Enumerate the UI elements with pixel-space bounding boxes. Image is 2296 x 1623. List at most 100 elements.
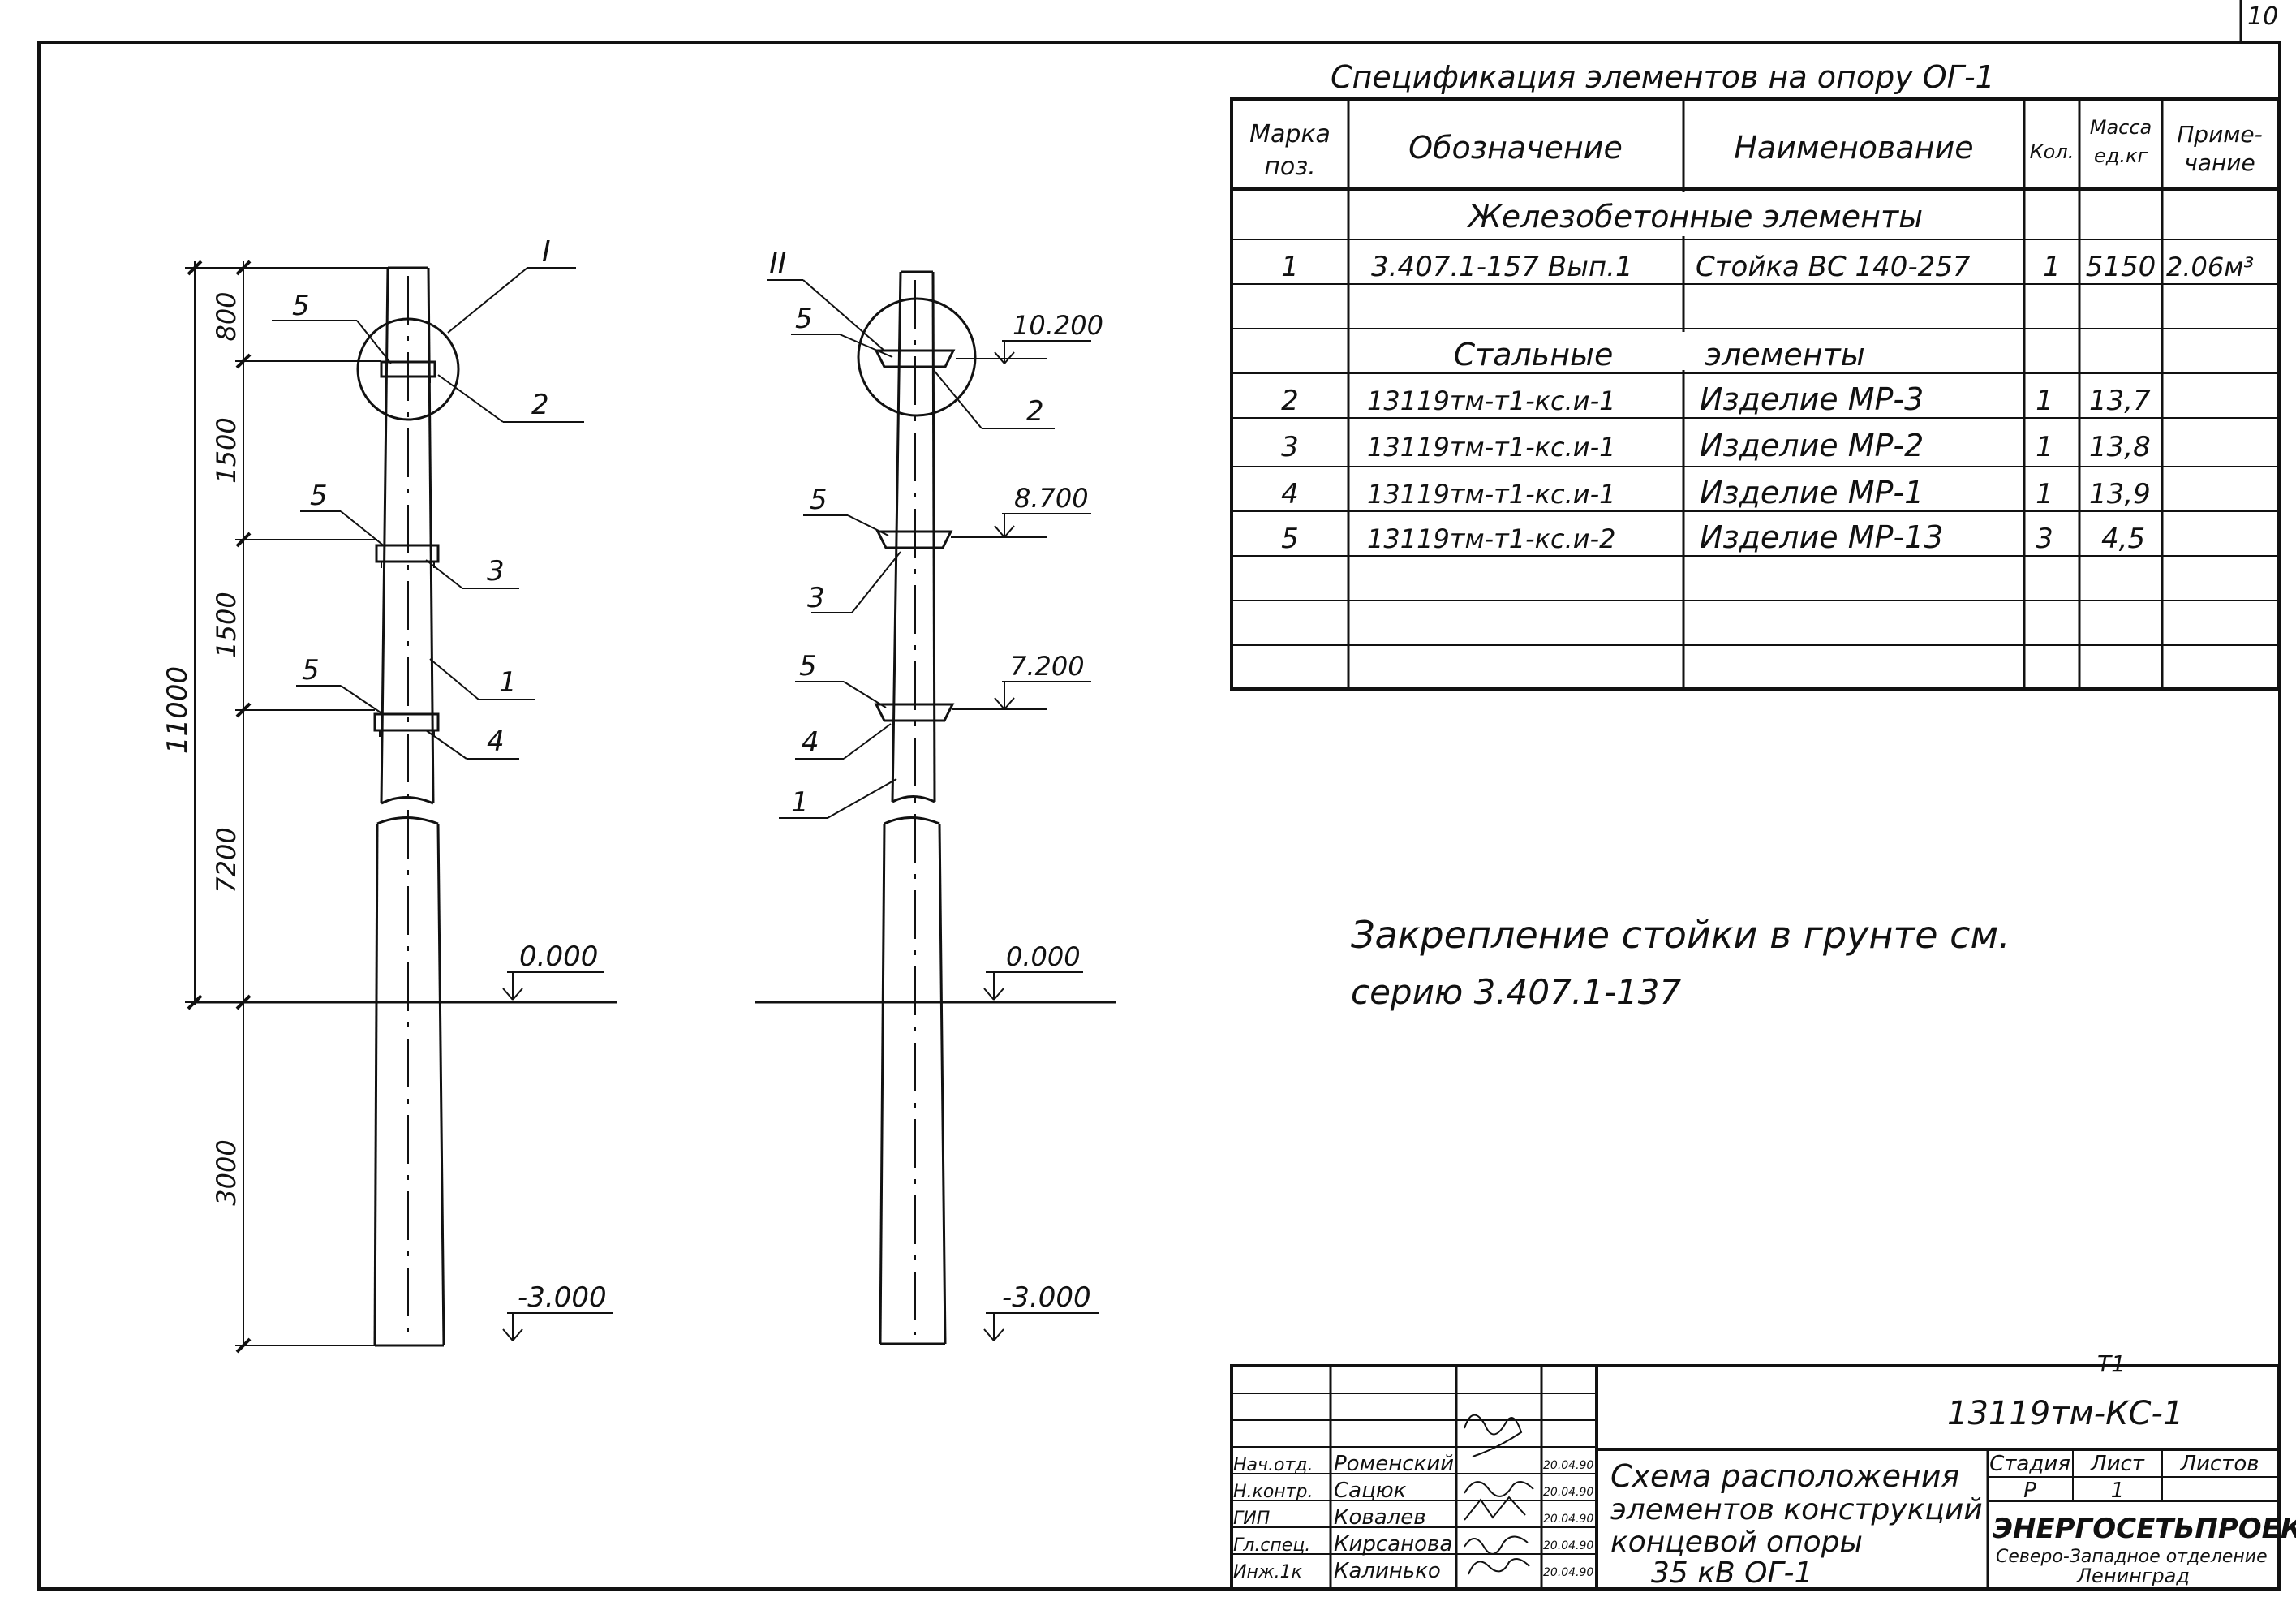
left-pole-upper-edge-right — [427, 267, 435, 804]
right-mark-5-mid: 5 — [810, 484, 828, 516]
date-4: 20.04.90 — [1543, 1539, 1593, 1552]
row4-mark: 4 — [1281, 478, 1299, 510]
drawing-title-line-4: 35 кВ ОГ-1 — [1651, 1556, 1812, 1590]
section-steel-b: элементы — [1705, 337, 1865, 372]
section-steel-a: Стальные — [1454, 337, 1614, 372]
right-bracket-low — [874, 703, 955, 722]
right-level-mid: 8.700 — [1014, 483, 1089, 514]
row4-name: Изделие МР-1 — [1700, 475, 1924, 510]
left-bracket-low — [373, 712, 440, 732]
role-4: Гл.спец. — [1233, 1535, 1310, 1556]
right-level-low: 7.200 — [1010, 651, 1085, 682]
left-level-bottom: -3.000 — [518, 1281, 607, 1314]
right-bracket-top — [874, 349, 956, 368]
right-mark-2: 2 — [1026, 395, 1044, 428]
name-5: Калинько — [1334, 1559, 1441, 1583]
dim-800: 800 — [211, 291, 242, 341]
left-pole-lower-edge-left — [373, 823, 379, 1346]
row1-name: Стойка ВС 140-257 — [1696, 251, 1971, 283]
row4-designation: 13119тм-т1-кс.и-1 — [1367, 479, 1615, 510]
signature-4 — [1464, 1535, 1529, 1555]
date-3: 20.04.90 — [1543, 1513, 1593, 1526]
row5-mass: 4,5 — [2101, 523, 2145, 555]
dim-7200: 7200 — [211, 827, 242, 893]
right-level-ground: 0.000 — [1006, 941, 1081, 972]
note-line-2: серию 3.407.1-137 — [1351, 972, 1682, 1012]
left-pole-lower-edge-right — [436, 823, 445, 1346]
sheet-label: Лист — [2090, 1452, 2145, 1476]
doc-code: 13119тм-КС-1 — [1947, 1395, 2183, 1432]
note-line-1: Закрепление стойки в грунте см. — [1351, 913, 2010, 957]
stage-label: Стадия — [1989, 1452, 2070, 1476]
left-bracket-top — [380, 360, 436, 378]
left-bracket-mid — [375, 544, 440, 563]
row2-mass: 13,7 — [2089, 385, 2151, 417]
spec-title: Спецификация элементов на опору ОГ-1 — [1331, 59, 1995, 95]
hdr-designation: Обозначение — [1408, 130, 1623, 166]
sheets-label: Листов — [2179, 1452, 2259, 1476]
stage-value: Р — [2023, 1479, 2036, 1503]
left-pole-elevation: 11000 800 1500 1500 7200 3000 I 5 2 5 3 … — [161, 235, 617, 1354]
drawing-title-line-2: элементов конструкций — [1610, 1493, 1983, 1526]
left-mark-5-mid: 5 — [310, 480, 328, 512]
specification-table: Спецификация элементов на опору ОГ-1 Мар… — [1230, 59, 2280, 691]
section-concrete: Железобетонные элементы — [1467, 199, 1923, 235]
left-level-ground: 0.000 — [519, 941, 598, 973]
row3-name: Изделие МР-2 — [1700, 428, 1924, 463]
left-mark-4: 4 — [487, 725, 505, 758]
row3-mass: 13,8 — [2089, 431, 2151, 463]
hdr-mark-2: поз. — [1264, 153, 1315, 181]
right-detail-circle — [857, 297, 977, 417]
hdr-note-2: чание — [2184, 149, 2255, 176]
left-mark-2: 2 — [531, 389, 549, 421]
role-2: Н.контр. — [1233, 1482, 1313, 1502]
left-mark-5-top: 5 — [292, 290, 310, 322]
left-mark-1: 1 — [499, 666, 517, 699]
sheet-value: 1 — [2111, 1479, 2125, 1503]
sheet-frame — [37, 41, 2281, 1591]
name-1: Роменский — [1334, 1452, 1454, 1476]
row4-qty: 1 — [2036, 478, 2053, 510]
row4-mass: 13,9 — [2089, 478, 2151, 510]
role-3: ГИП — [1233, 1509, 1270, 1529]
right-pole-elevation: II 5 2 10.200 5 8.700 3 5 — [755, 248, 1116, 1345]
hdr-mass-2: ед.кг — [2094, 144, 2148, 167]
dim-1500-a: 1500 — [211, 417, 242, 483]
date-5: 20.04.90 — [1543, 1566, 1593, 1579]
right-mark-4: 4 — [802, 726, 819, 759]
date-2: 20.04.90 — [1543, 1486, 1593, 1499]
date-1: 20.04.90 — [1543, 1459, 1593, 1472]
drawing-title-line-1: Схема расположения — [1610, 1458, 1959, 1494]
row2-name: Изделие МР-3 — [1700, 381, 1924, 417]
dim-3000: 3000 — [211, 1139, 242, 1205]
org-sub-2: Ленинград — [2076, 1565, 2190, 1587]
row3-designation: 13119тм-т1-кс.и-1 — [1367, 432, 1615, 463]
row1-designation: 3.407.1-157 Вып.1 — [1371, 251, 1633, 283]
row3-mark: 3 — [1281, 431, 1299, 463]
name-2: Сацюк — [1334, 1479, 1407, 1503]
hdr-qty: Кол. — [2030, 140, 2075, 163]
row2-qty: 1 — [2036, 385, 2053, 417]
signature-1 — [1464, 1414, 1523, 1457]
signature-3 — [1464, 1496, 1526, 1521]
title-block: Т1 13119тм-КС-1 Нач.отд. Н.контр. ГИП Гл… — [1230, 1350, 2296, 1591]
signature-2 — [1464, 1481, 1534, 1497]
drawing-title-line-3: концевой опоры — [1610, 1526, 1863, 1559]
row1-qty: 1 — [2043, 251, 2061, 283]
dim-total-11000: 11000 — [161, 666, 194, 754]
right-level-bottom: -3.000 — [1002, 1281, 1091, 1314]
hdr-name: Наименование — [1734, 130, 1973, 166]
right-level-top: 10.200 — [1013, 310, 1103, 341]
signature-5 — [1468, 1558, 1530, 1575]
row5-designation: 13119тм-т1-кс.и-2 — [1367, 523, 1615, 554]
row2-designation: 13119тм-т1-кс.и-1 — [1367, 385, 1615, 416]
hdr-note-1: Приме- — [2177, 121, 2262, 148]
row1-mark: 1 — [1281, 251, 1299, 283]
hdr-mass-1: Масса — [2090, 116, 2152, 139]
left-mark-3: 3 — [487, 555, 505, 588]
role-1: Нач.отд. — [1233, 1455, 1314, 1475]
row5-name: Изделие МР-13 — [1700, 519, 1944, 555]
left-view-label: I — [542, 235, 551, 269]
right-mark-3: 3 — [807, 582, 825, 614]
